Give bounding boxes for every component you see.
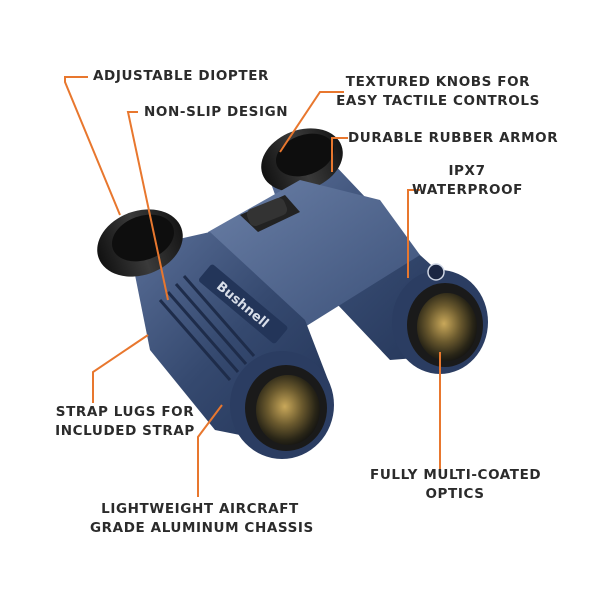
callout-strap-lugs: STRAP LUGS FOR INCLUDED STRAP	[55, 403, 195, 441]
leader-lines	[64, 76, 441, 497]
callout-text-line-2: OPTICS	[425, 486, 485, 502]
callout-text-line-1: TEXTURED KNOBS FOR	[345, 74, 531, 90]
grip-ridges	[158, 275, 256, 381]
callout-ipx7-waterproof: IPX7 WATERPROOF	[412, 162, 522, 200]
callout-text-line-2: INCLUDED STRAP	[55, 423, 195, 439]
callout-aluminum-chassis: LIGHTWEIGHT AIRCRAFT GRADE ALUMINUM CHAS…	[90, 500, 314, 538]
callout-textured-knobs: TEXTURED KNOBS FOR EASY TACTILE CONTROLS	[333, 73, 543, 111]
callout-text: DURABLE RUBBER ARMOR	[348, 130, 559, 146]
callout-adjustable-diopter: ADJUSTABLE DIOPTER	[93, 67, 269, 86]
bushnell-logo-icon	[427, 263, 445, 281]
callout-multi-coated-optics: FULLY MULTI-COATED OPTICS	[370, 466, 542, 504]
callout-text-line-1: FULLY MULTI-COATED	[370, 467, 542, 483]
callout-text: ADJUSTABLE DIOPTER	[93, 68, 270, 84]
left-barrel: Bushnell	[97, 209, 334, 459]
callout-text-line-2: EASY TACTILE CONTROLS	[336, 93, 540, 109]
callout-text: NON-SLIP DESIGN	[144, 104, 289, 120]
callout-text-line-2: GRADE ALUMINUM CHASSIS	[90, 520, 314, 536]
callout-durable-rubber-armor: DURABLE RUBBER ARMOR	[348, 129, 558, 148]
callout-text-line-1: IPX7	[448, 163, 486, 179]
callout-text-line-2: WATERPROOF	[412, 182, 523, 198]
callout-non-slip-design: NON-SLIP DESIGN	[144, 103, 288, 122]
callout-text-line-1: LIGHTWEIGHT AIRCRAFT	[101, 501, 299, 517]
callout-text-line-1: STRAP LUGS FOR	[55, 404, 195, 420]
